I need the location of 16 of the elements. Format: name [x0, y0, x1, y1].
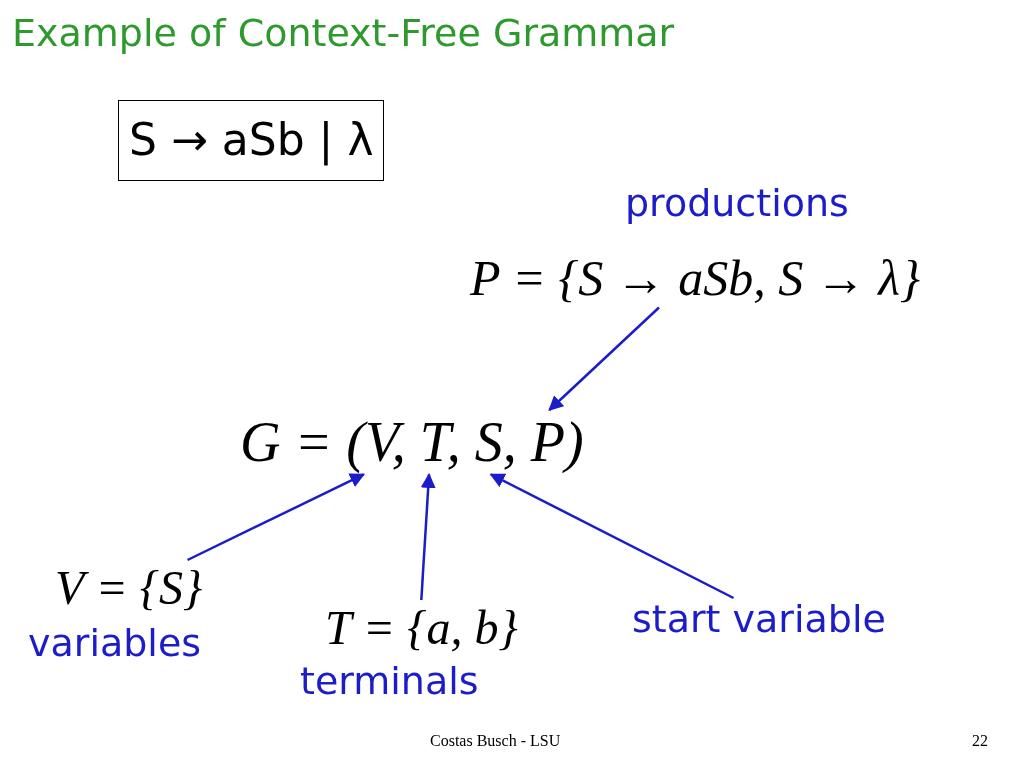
slide-title: Example of Context-Free Grammar — [12, 12, 675, 56]
annotation-text: start variable — [632, 598, 886, 642]
arrow — [548, 306, 660, 411]
formula: T = {a, b} — [325, 600, 518, 656]
formula: V = {S} — [55, 560, 203, 616]
formula: G = (V, T, S, P) — [240, 410, 584, 475]
arrow — [186, 473, 366, 562]
formula: P = {S → aSb, S → λ} — [470, 250, 921, 308]
footer-text: Costas Busch - LSU — [430, 732, 561, 751]
arrow — [489, 473, 735, 600]
footer-text: 22 — [972, 732, 988, 751]
annotation-text: terminals — [300, 660, 479, 704]
annotation-text: variables — [28, 622, 202, 666]
arrow — [420, 472, 436, 601]
annotation-text: productions — [625, 182, 849, 226]
grammar-box: S → aSb | λ — [118, 100, 385, 181]
